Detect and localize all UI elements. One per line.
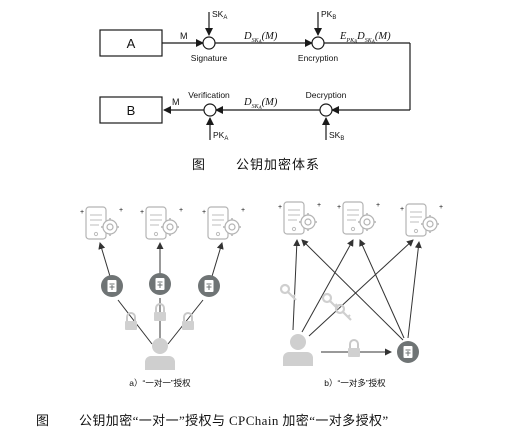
lock-icon [124,312,138,331]
box-b-label: B [127,103,136,118]
verification-label: Verification [188,90,230,100]
document-icon [396,340,420,364]
label-one-to-many: b）“一对多”授权 [324,378,386,388]
key-icon [334,303,353,322]
top-caption-prefix: 图 [192,157,205,172]
lock-icon [347,339,361,358]
message-top-label: M [180,31,188,41]
phone-gear-icon [139,206,184,240]
box-a-label: A [127,36,136,51]
user-icon [283,334,313,366]
bottom-caption-text: 公钥加密“一对一”授权与 CPChain 加密“一对多授权” [79,413,389,428]
message-bottom-label: M [172,97,180,107]
sk-a-label: SKA [212,9,227,21]
one-to-one-diagram: a）“一对一”授权 [79,206,246,388]
public-key-encryption-diagram: A B M SKA Signature DSKA(M) PKB Encrypti… [99,9,411,172]
label-one-to-one: a）“一对一”授权 [129,378,191,388]
bottom-caption-prefix: 图 [36,413,49,428]
user-icon [145,338,175,370]
top-caption-text: 公钥加密体系 [236,157,320,172]
phone-gear-icon [399,203,444,237]
decryption-label: Decryption [306,90,347,100]
document-icon [197,274,221,298]
encryption-label: Encryption [298,53,338,63]
box-a [99,29,163,57]
decryption-node [319,103,333,117]
encryption-node [311,36,325,50]
signature-label: Signature [191,53,228,63]
signed-message-bottom: DSKA(M) [243,97,278,111]
lock-icon [181,312,195,331]
box-b [99,96,163,124]
sk-b-label: SKB [329,130,344,142]
pk-a-label: PKA [213,130,228,142]
verification-node [203,103,217,117]
document-icon [148,272,172,296]
phone-gear-icon [201,206,246,240]
phone-gear-icon [79,206,124,240]
phone-gear-icon [336,201,381,235]
one-to-many-diagram: b）“一对多”授权 [277,201,444,388]
signature-node [202,36,216,50]
pk-b-label: PKB [321,9,336,21]
document-icon [100,274,124,298]
key-icon [279,283,298,302]
phone-gear-icon [277,201,322,235]
